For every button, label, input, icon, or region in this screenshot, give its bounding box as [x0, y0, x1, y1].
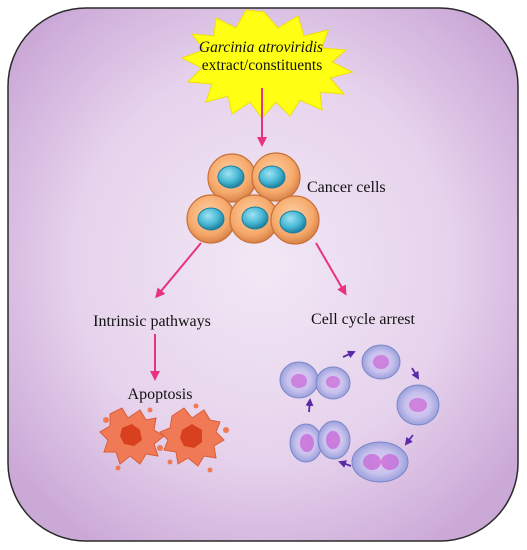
cancer-cells-label: Cancer cells — [307, 179, 386, 196]
dividing-cell — [315, 366, 351, 400]
cancer-cell-cluster — [186, 152, 320, 245]
cycle-arrow — [411, 367, 420, 380]
apoptosis-label: Apoptosis — [128, 386, 193, 403]
arrow-cancer-to-intrinsic — [155, 242, 202, 299]
cancer-cell — [270, 195, 320, 245]
dividing-cell — [351, 441, 409, 483]
cell-cycle-diagram — [279, 344, 440, 483]
dividing-cell — [361, 344, 401, 380]
dividing-cell — [279, 361, 319, 399]
intrinsic-pathways-label: Intrinsic pathways — [93, 313, 211, 330]
cancer-cell — [251, 152, 301, 202]
dividing-cell — [396, 384, 440, 426]
arrow-cancer-to-cycle — [315, 242, 347, 296]
cancer-cell — [186, 194, 236, 244]
source-desc-label: extract/constituents — [202, 57, 323, 74]
apoptotic-cell — [99, 407, 165, 471]
cycle-arrow — [305, 398, 314, 413]
source-name-label: Garcinia atroviridis — [199, 39, 323, 56]
cancer-cell — [229, 194, 279, 244]
cycle-arrow — [342, 350, 356, 359]
cell-cycle-arrest-label: Cell cycle arrest — [311, 311, 416, 328]
background-panel — [7, 7, 519, 542]
cycle-arrow — [404, 434, 414, 446]
dividing-cell — [289, 420, 351, 463]
cycle-arrow — [338, 460, 352, 468]
apoptotic-cell — [159, 403, 229, 473]
source-starburst — [180, 9, 354, 119]
cancer-cell — [207, 153, 257, 203]
